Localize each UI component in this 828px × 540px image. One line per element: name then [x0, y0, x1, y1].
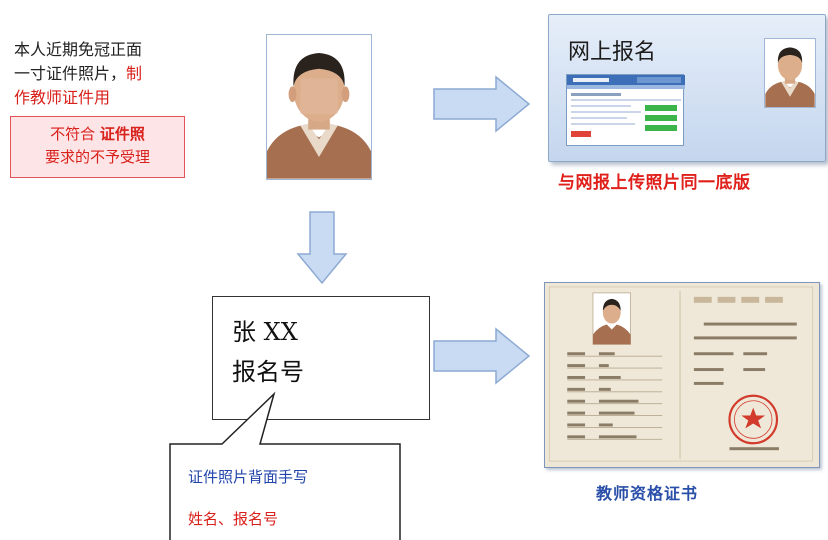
intro-line-2-text: 一寸证件照片，	[14, 64, 127, 83]
arrow-down-icon	[296, 211, 348, 285]
rejection-line-1-bold: 证件照	[99, 125, 145, 143]
person-portrait-icon	[765, 39, 815, 107]
bubble-instruction-line-1: 证件照片背面手写	[188, 468, 309, 486]
id-photo	[266, 34, 372, 180]
uploaded-photo	[764, 38, 816, 108]
intro-line-2: 一寸证件照片，制	[14, 62, 194, 86]
same-photo-caption: 与网报上传照片同一底版	[558, 173, 751, 193]
bubble-instruction-line-2: 姓名、报名号	[188, 510, 279, 528]
certificate-illustration-icon	[548, 286, 814, 462]
person-portrait-icon	[267, 35, 371, 179]
rejection-line-1: 不符合 证件照	[11, 123, 184, 146]
arrow-right-top-icon	[433, 75, 531, 133]
photo-back-writing-box	[212, 296, 430, 420]
candidate-name: 张 XX	[232, 318, 298, 346]
intro-line-3: 作教师证件用	[14, 88, 111, 107]
teacher-certificate-image	[544, 282, 820, 468]
teacher-certificate-caption: 教师资格证书	[596, 484, 699, 503]
intro-line-1: 本人近期免冠正面	[14, 40, 143, 59]
website-screenshot-icon	[567, 75, 685, 137]
intro-line-2-red: 制	[126, 64, 143, 83]
rejection-notice: 不符合 证件照 要求的不予受理	[10, 116, 185, 178]
rejection-line-1-text: 不符合	[50, 125, 100, 143]
arrow-right-bottom-icon	[433, 327, 531, 385]
photo-requirement-text: 本人近期免冠正面 一寸证件照片，制 作教师证件用	[14, 38, 194, 110]
speech-bubble	[169, 391, 401, 540]
rejection-line-2: 要求的不予受理	[44, 148, 150, 166]
registration-website-thumbnail	[566, 74, 685, 146]
online-registration-title: 网上报名	[568, 40, 657, 65]
registration-number-label: 报名号	[232, 358, 304, 386]
